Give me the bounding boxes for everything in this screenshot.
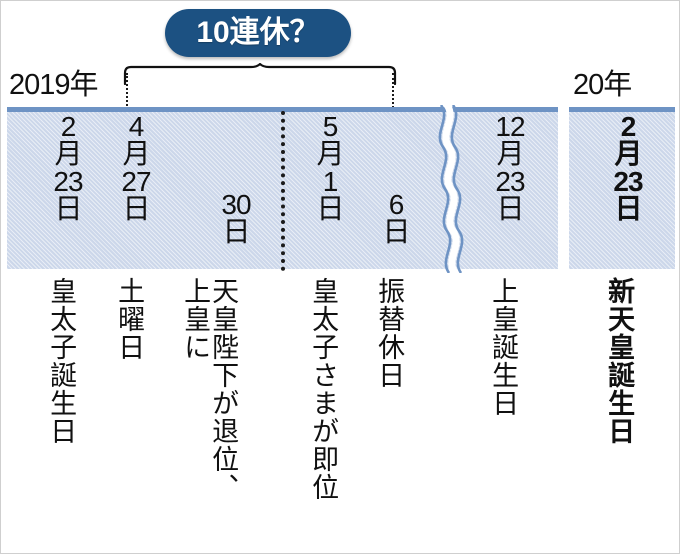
date-line: 日 <box>54 193 82 225</box>
date-2019-05-06: 6 日 <box>373 189 419 248</box>
ten-day-span-brace <box>123 63 397 85</box>
band-dotted-divider <box>281 111 285 271</box>
date-line: 月 <box>54 138 82 170</box>
date-line: 30 <box>221 189 251 220</box>
caption-2019-04-30: 天皇陛下が退位、 上皇に <box>180 277 239 501</box>
date-line: 4 <box>128 111 145 142</box>
date-line: 日 <box>382 216 410 248</box>
date-line: 日 <box>222 216 250 248</box>
date-2020-02-23: 2 月 23 日 <box>605 111 651 225</box>
caption-2019-05-01: 皇太子さまが即位 <box>308 277 339 501</box>
date-2019-04-27: 4 月 27 日 <box>113 111 159 225</box>
date-2019-04-30: 30 日 <box>213 189 259 248</box>
timeline-band-2020 <box>569 107 675 269</box>
date-2019-12-23: 12 月 23 日 <box>487 111 533 225</box>
date-line: 月 <box>316 138 344 170</box>
headline-badge: 10連休？ <box>165 9 351 57</box>
date-line: 5 <box>322 111 339 142</box>
date-line: 27 <box>121 165 151 197</box>
caption-2019-12-23: 上皇誕生日 <box>488 277 519 417</box>
year-label-2020: 20年 <box>573 69 632 101</box>
caption-line-primary: 天皇陛下が退位、 <box>208 277 239 501</box>
date-line: 月 <box>614 138 642 170</box>
date-line: 日 <box>496 193 524 225</box>
date-line: 23 <box>495 165 525 197</box>
year-label-2019: 2019年 <box>9 69 99 101</box>
caption-line-secondary: 上皇に <box>180 277 211 361</box>
date-line: 日 <box>316 193 344 225</box>
date-line: 1 <box>322 165 339 197</box>
date-line: 6 <box>388 189 405 220</box>
caption-2020-02-23: 新天皇誕生日 <box>604 277 635 445</box>
date-line: 23 <box>53 165 83 197</box>
caption-2019-04-27: 土曜日 <box>114 277 145 361</box>
date-2019-02-23: 2 月 23 日 <box>45 111 91 225</box>
timeline-break-squiggle <box>431 105 477 273</box>
headline-badge-label: 10連休？ <box>196 16 320 49</box>
date-line: 日 <box>122 193 150 225</box>
date-line: 2 <box>620 111 637 142</box>
date-2019-05-01: 5 月 1 日 <box>307 111 353 225</box>
date-line: 月 <box>122 138 150 170</box>
date-line: 12 <box>495 111 525 142</box>
date-line: 月 <box>496 138 524 170</box>
brace-dropline-left <box>126 73 128 109</box>
caption-2019-05-06: 振替休日 <box>374 277 405 389</box>
date-line: 日 <box>614 193 642 225</box>
date-line: 23 <box>613 165 643 197</box>
caption-2019-02-23: 皇太子誕生日 <box>46 277 77 445</box>
date-line: 2 <box>60 111 77 142</box>
